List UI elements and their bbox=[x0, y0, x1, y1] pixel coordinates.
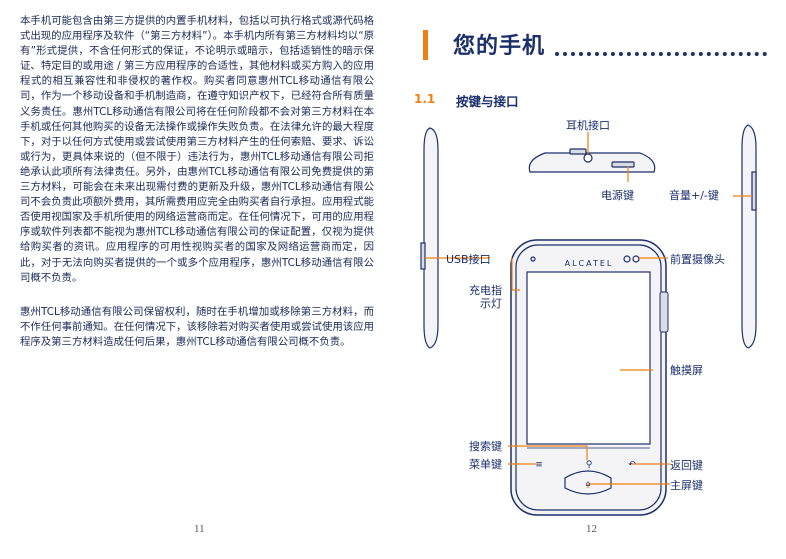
label-touchscreen: 触摸屏 bbox=[670, 364, 703, 377]
chapter-accent-bar bbox=[423, 30, 428, 60]
label-charge-led-1: 充电指 bbox=[469, 284, 502, 297]
back-key-icon: ↶ bbox=[628, 460, 636, 470]
page-number-left: 11 bbox=[194, 523, 205, 535]
chapter-title-leader-dots bbox=[555, 48, 767, 56]
menu-key-icon: ≡ bbox=[535, 460, 543, 470]
body-paragraph-2: 惠州TCL移动通信有限公司保留权利，随时在手机增加或移除第三方材料，而不作任何事… bbox=[20, 306, 374, 349]
brand-logo: ALCATEL bbox=[565, 259, 614, 268]
callout-lines bbox=[425, 132, 752, 488]
label-back-key: 返回键 bbox=[670, 459, 703, 472]
label-search-key: 搜索键 bbox=[469, 440, 502, 453]
label-usb-port: USB接口 bbox=[446, 253, 491, 266]
label-power-key: 电源键 bbox=[601, 189, 634, 202]
phone-front-view bbox=[510, 239, 669, 516]
label-volume-key: 音量+/-键 bbox=[669, 189, 719, 202]
label-menu-key: 菜单键 bbox=[469, 458, 502, 471]
search-key-icon: ⚲ bbox=[586, 460, 593, 470]
left-page: 本手机可能包含由第三方提供的内置手机材料，包括以可执行格式或源代码格式出现的应用… bbox=[20, 15, 374, 535]
phone-side-left-view bbox=[420, 127, 439, 349]
label-charge-led-2: 示灯 bbox=[480, 297, 502, 310]
chapter-title: 您的手机 bbox=[453, 34, 546, 59]
home-key-icon: ⌂ bbox=[585, 479, 590, 488]
label-front-camera: 前置摄像头 bbox=[670, 253, 725, 266]
phone-side-right-view bbox=[741, 124, 757, 349]
body-paragraph-1: 本手机可能包含由第三方提供的内置手机材料，包括以可执行格式或源代码格式出现的应用… bbox=[20, 15, 374, 284]
label-home-key: 主屏键 bbox=[670, 479, 703, 492]
label-earphone-jack: 耳机接口 bbox=[566, 119, 610, 132]
phone-top-view bbox=[528, 148, 656, 173]
section-number: 1.1 bbox=[414, 92, 436, 106]
page-number-right: 12 bbox=[586, 523, 597, 535]
section-title: 按键与接口 bbox=[456, 94, 519, 109]
